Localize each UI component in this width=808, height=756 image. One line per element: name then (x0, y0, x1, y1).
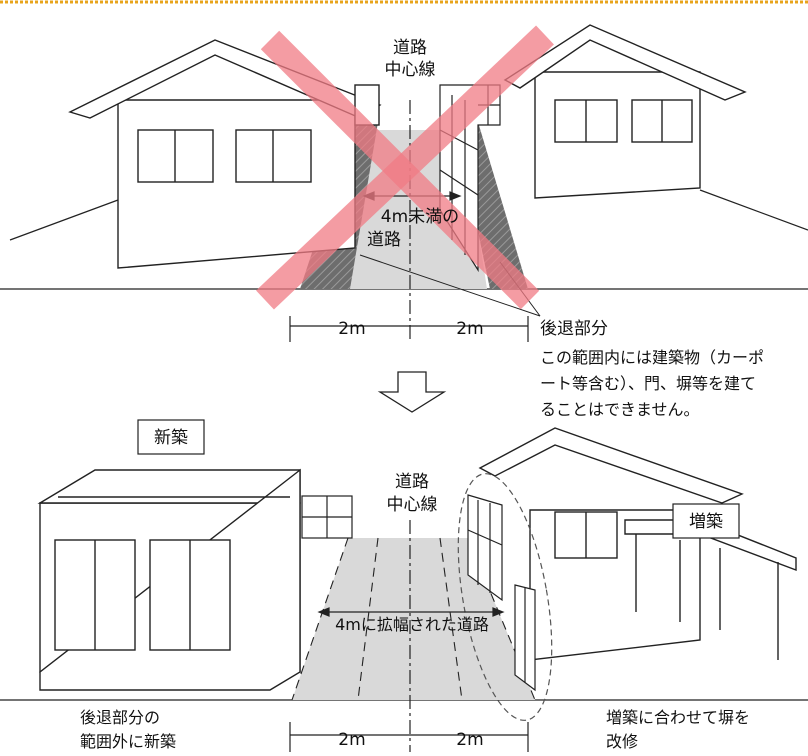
bottom-dim-right: 2m (456, 730, 483, 750)
extension-carport (624, 519, 797, 660)
rebuilt-fence (467, 494, 536, 692)
top-center-line-label-2: 中心線 (385, 60, 436, 80)
top-dim-left: 2m (338, 319, 365, 339)
new-building-gate (301, 495, 353, 539)
bottom-right-house (478, 427, 744, 661)
narrow-road-label-2: 道路 (367, 230, 401, 250)
extension-tag: 増築 (689, 512, 723, 532)
setback-note-2: ート等含む）、門、塀等を建て (540, 374, 756, 393)
setback-title: 後退部分 (540, 319, 608, 339)
setback-leader-line (359, 254, 541, 317)
top-panel: 道路 中心線 4m未満の 道路 2m 2m 後退部分 この範囲内には建築物（カー… (0, 24, 808, 419)
bottom-panel: 新築 増築 道路 中心線 4mに拡幅された道路 2m 2m 後退部分の 範囲外に… (0, 419, 808, 752)
narrow-road-label-1: 4m未満の (381, 207, 459, 227)
bottom-center-line-label-2: 中心線 (387, 495, 438, 515)
setback-note-1: この範囲内には建築物（カーポ (540, 348, 764, 367)
caption-left-1: 後退部分の (80, 708, 160, 727)
prohibited-cross-icon (256, 25, 554, 310)
top-dimension-line (289, 316, 529, 342)
caption-left-2: 範囲外に新築 (80, 732, 176, 751)
bottom-dimension-line (289, 722, 529, 752)
extension-tag-box (672, 503, 740, 539)
top-dim-right: 2m (456, 319, 483, 339)
setback-note-3: ることはできません。 (540, 400, 700, 419)
bottom-center-line-label-1: 道路 (395, 472, 429, 492)
caption-right-1: 増築に合わせて塀を (606, 708, 750, 727)
new-build-tag-box (137, 419, 205, 455)
caption-right-2: 改修 (606, 732, 638, 751)
widened-road-dashes (291, 537, 536, 701)
widened-road-label: 4mに拡幅された道路 (335, 615, 489, 634)
new-building (37, 468, 301, 691)
widened-road-width-arrow (317, 607, 505, 617)
fence-highlight-ellipse (457, 473, 553, 721)
new-build-tag: 新築 (154, 428, 188, 448)
top-right-house (503, 24, 747, 199)
down-arrow-icon (377, 371, 447, 413)
bottom-dim-left: 2m (338, 730, 365, 750)
top-center-line-label-1: 道路 (393, 38, 427, 58)
